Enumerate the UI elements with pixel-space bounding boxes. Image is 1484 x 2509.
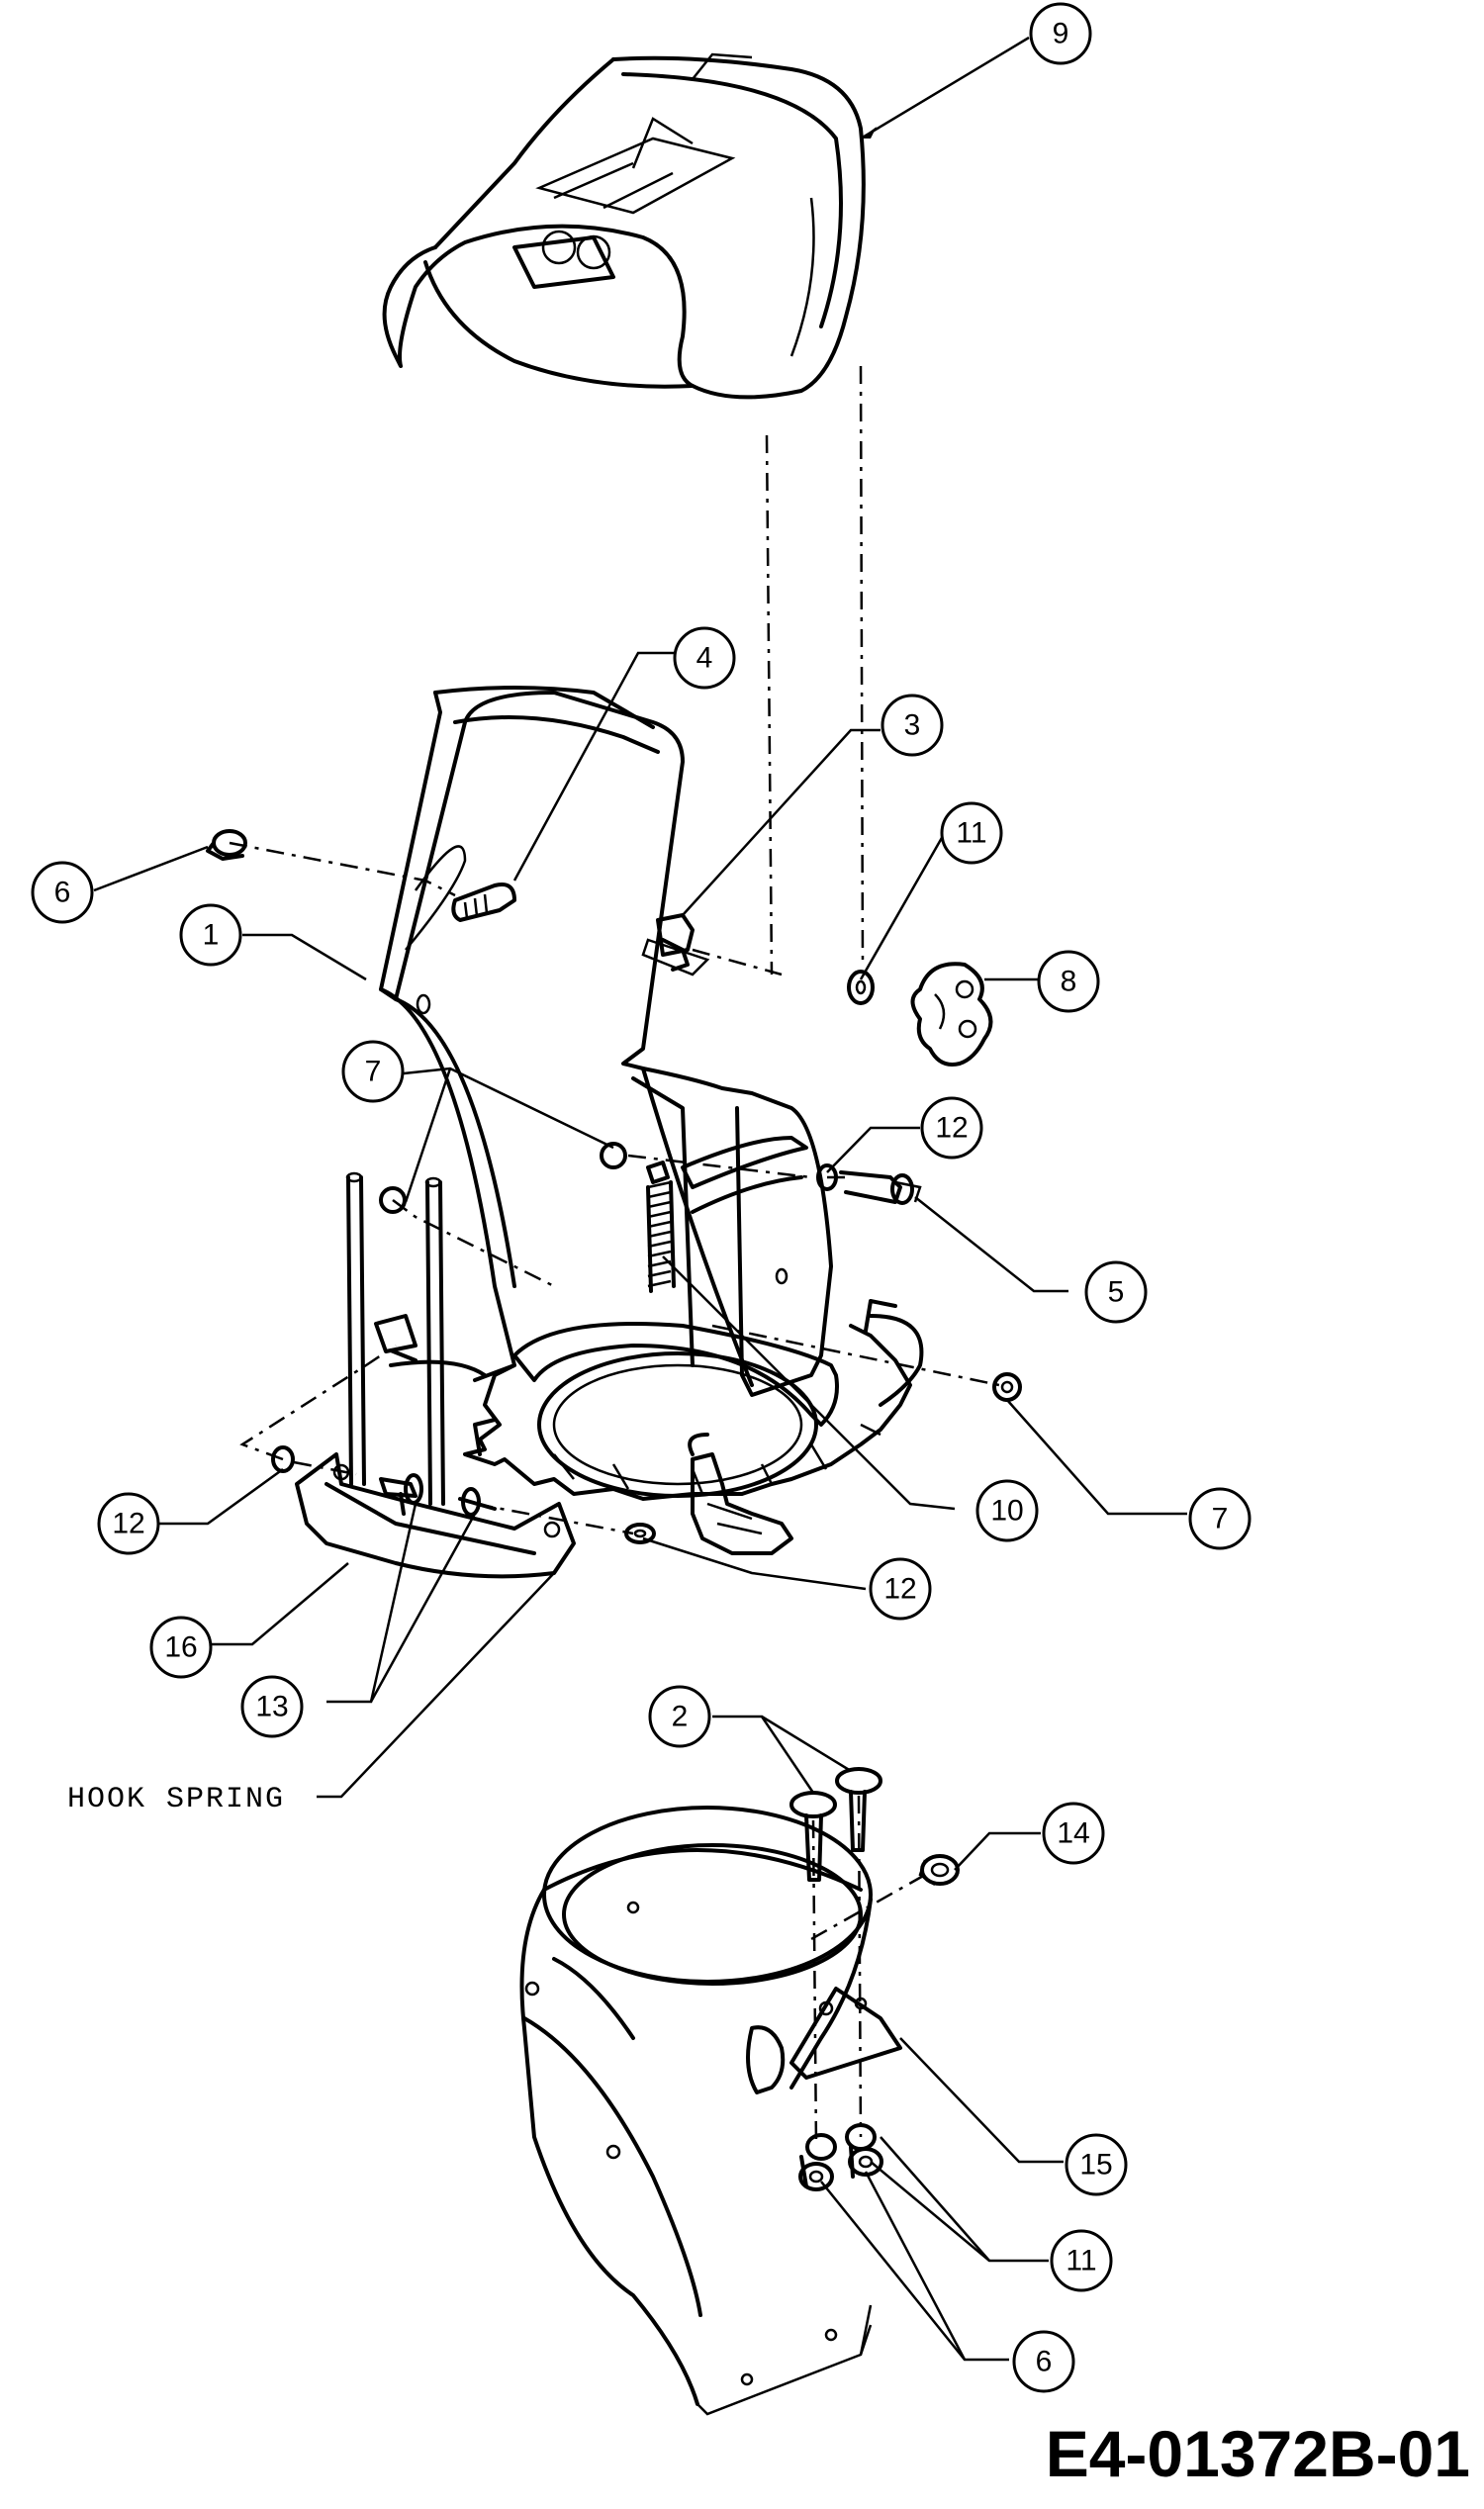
callout-1: 1: [179, 903, 242, 967]
knob-part: [910, 962, 993, 1067]
callout-11-top: 11: [940, 801, 1003, 865]
callout-4: 4: [673, 626, 736, 690]
svg-text:3: 3: [904, 709, 921, 742]
carriage-bolt-part: [451, 883, 516, 922]
svg-text:9: 9: [1053, 18, 1069, 50]
callout-12-right: 12: [920, 1096, 983, 1160]
callout-12-bottom: 12: [869, 1557, 932, 1621]
callout-13: 13: [240, 1675, 304, 1738]
bracket-assembly-part: [295, 1171, 576, 1579]
callout-16: 16: [149, 1616, 213, 1679]
svg-text:11: 11: [956, 817, 986, 850]
callout-10: 10: [975, 1479, 1039, 1542]
hex-nut-part: [918, 1854, 960, 1887]
callout-15: 15: [1065, 2133, 1128, 2196]
callout-9: 9: [1029, 2, 1092, 65]
svg-text:6: 6: [54, 877, 71, 909]
svg-text:7: 7: [1212, 1503, 1229, 1535]
callout-7-right: 7: [1188, 1487, 1252, 1550]
svg-text:10: 10: [990, 1495, 1023, 1528]
svg-text:1: 1: [203, 919, 220, 952]
callout-7-left: 7: [341, 1040, 405, 1103]
svg-text:6: 6: [1036, 2346, 1053, 2378]
chute-frame-part: [379, 686, 833, 1397]
svg-text:5: 5: [1108, 1276, 1125, 1309]
callout-12-left: 12: [97, 1492, 160, 1555]
callout-5: 5: [1084, 1260, 1148, 1324]
drawing-number: E4-01372B-01: [1045, 2417, 1470, 2490]
leader-lines: [93, 36, 1187, 2362]
callout-6-bottom: 6: [1012, 2330, 1075, 2393]
svg-text:11: 11: [1066, 2245, 1096, 2277]
alignment-lines: [229, 365, 1000, 2148]
svg-text:14: 14: [1057, 1817, 1089, 1850]
shoulder-bolt-part: [839, 1170, 922, 1205]
deflector-top-part: [382, 52, 866, 400]
callout-8: 8: [1037, 950, 1100, 1013]
lower-chute-part: [519, 1806, 902, 2416]
svg-text:13: 13: [255, 1691, 288, 1723]
pin-part: [656, 913, 695, 957]
callout-6-top: 6: [31, 861, 94, 924]
svg-text:4: 4: [696, 642, 713, 675]
latch-part: [688, 1433, 793, 1555]
svg-text:12: 12: [112, 1508, 144, 1540]
svg-text:16: 16: [164, 1631, 197, 1664]
spring-part: [646, 1161, 676, 1293]
flange-nut-part: [206, 829, 247, 861]
svg-text:12: 12: [883, 1573, 916, 1606]
svg-text:12: 12: [935, 1112, 968, 1145]
hook-spring-label: HOOK SPRING: [67, 1783, 285, 1816]
callout-2: 2: [648, 1685, 711, 1748]
washer-part: [847, 970, 875, 1005]
svg-text:2: 2: [672, 1701, 689, 1733]
svg-text:7: 7: [365, 1056, 382, 1088]
rivet-pair-part: [789, 1767, 882, 1882]
callout-3: 3: [881, 694, 944, 757]
callout-11-bottom: 11: [1050, 2229, 1113, 2292]
svg-text:15: 15: [1079, 2149, 1112, 2182]
callout-14: 14: [1042, 1802, 1105, 1865]
svg-text:8: 8: [1061, 966, 1077, 998]
